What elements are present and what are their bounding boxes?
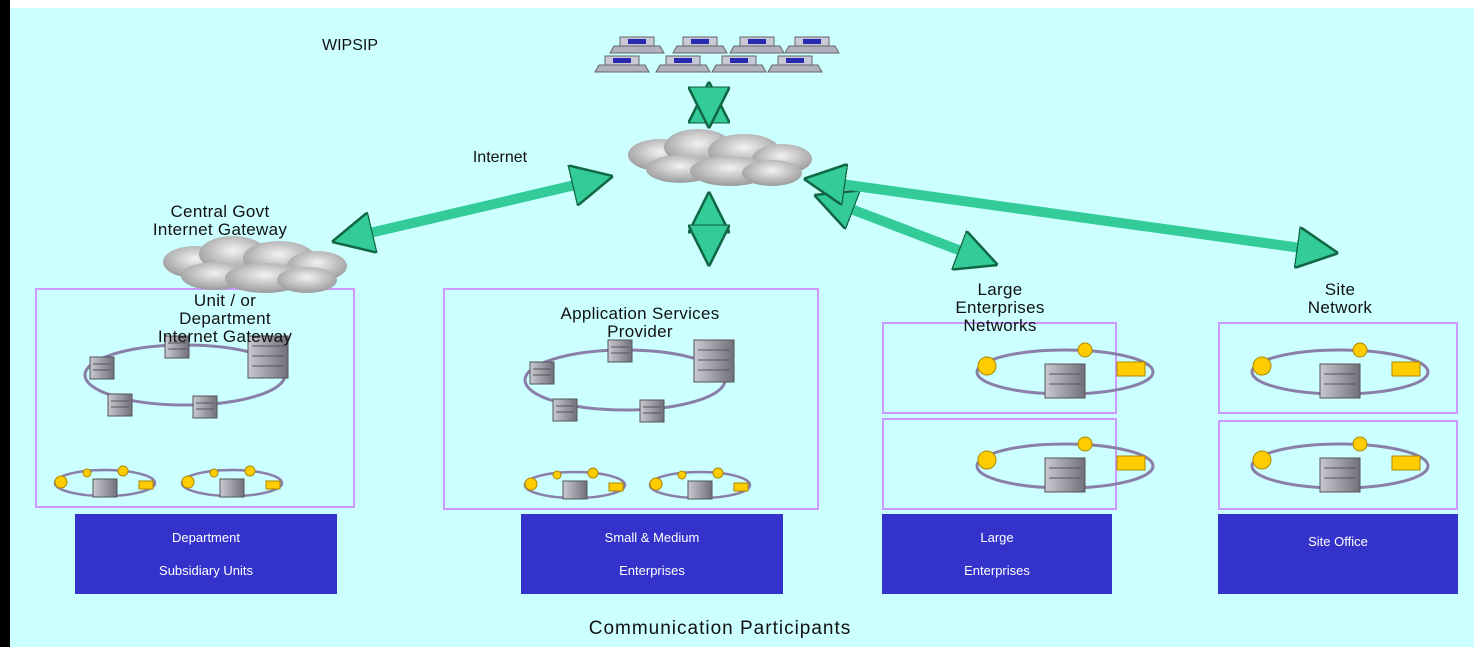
central-gateway-label: Central Govt Internet Gateway — [152, 202, 288, 239]
asp-panel — [443, 288, 819, 510]
large-enterprise-box: Large Enterprises — [882, 514, 1112, 594]
sme-box: Small & Medium Enterprises — [521, 514, 783, 594]
department-network — [53, 335, 289, 499]
wipsip-label: WIPSIP — [321, 37, 378, 54]
connection-arrows — [340, 90, 1330, 262]
left-border — [0, 0, 10, 647]
internet-cloud-icon — [628, 129, 812, 186]
site-network-panel-bottom — [1218, 420, 1458, 510]
department-label: Unit / or Department Internet Gateway — [157, 291, 293, 346]
site-networks — [1250, 341, 1430, 494]
right-border — [1474, 0, 1477, 647]
site-network-label: Site Network — [1307, 280, 1373, 317]
large-enterprise-panel-top — [882, 322, 1117, 414]
large-enterprises-label: Large Enterprises Networks — [955, 280, 1045, 335]
diagram-caption: Communication Participants — [588, 618, 852, 639]
top-border — [0, 0, 1477, 8]
large-enterprise-networks — [975, 341, 1155, 494]
asp-label: Application Services Provider — [560, 304, 720, 341]
gateway-cloud-icon — [163, 236, 347, 293]
large-enterprise-panel-bottom — [882, 418, 1117, 510]
asp-network — [523, 339, 752, 501]
wipsip-computers — [594, 36, 840, 73]
department-panel — [35, 288, 355, 508]
department-box: Department Subsidiary Units — [75, 514, 337, 594]
site-network-panel-top — [1218, 322, 1458, 414]
site-office-box: Site Office — [1218, 514, 1458, 594]
internet-label: Internet — [472, 149, 528, 166]
